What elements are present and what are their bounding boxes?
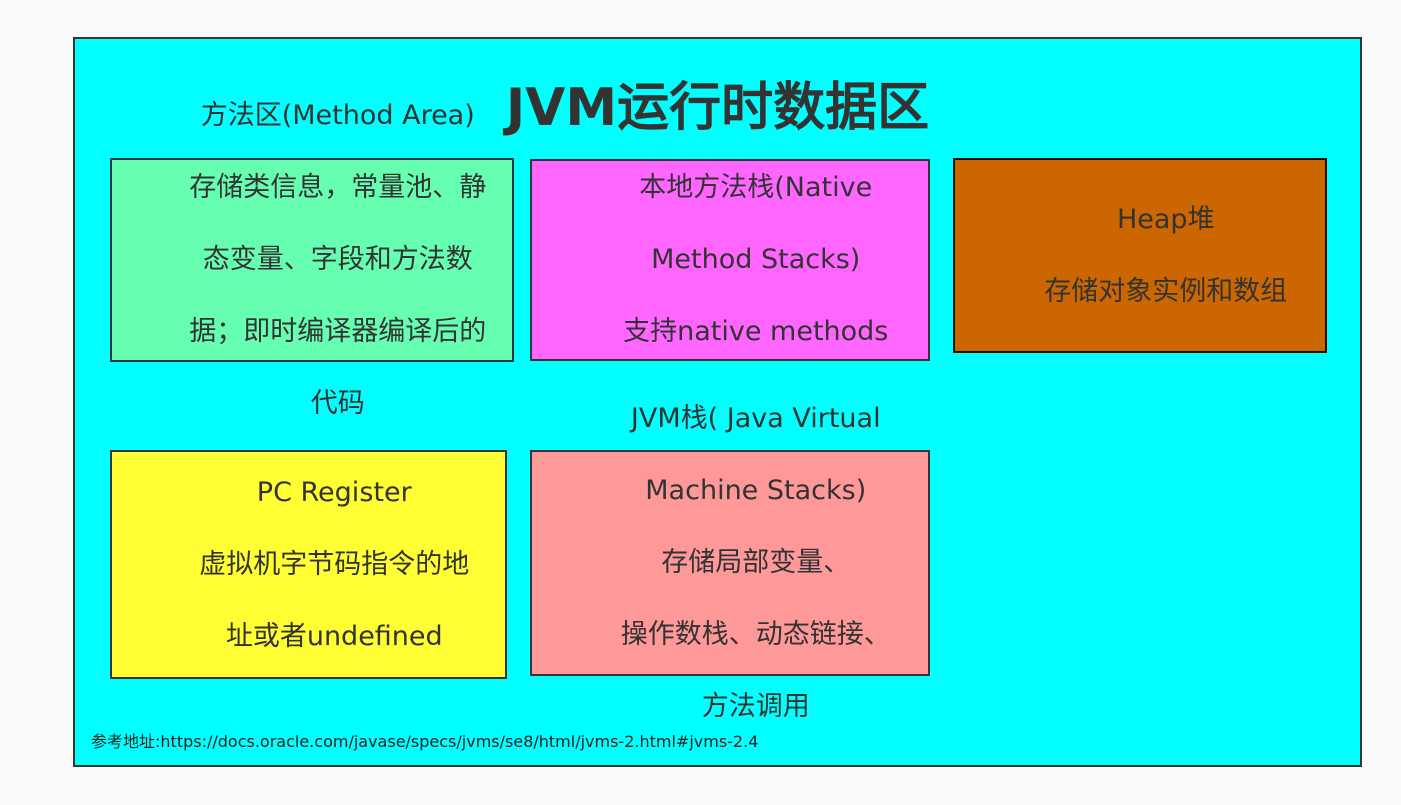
jvm-stack-line-1: JVM栈( Java Virtual [630, 403, 881, 434]
heap-line-2: 存储对象实例和数组 [1044, 275, 1288, 307]
method-area-box: 方法区(Method Area) 存储类信息，常量池、静 态变量、字段和方法数 … [110, 100, 514, 419]
jvm-stack-line-4: 操作数栈、动态链接、 [620, 619, 891, 650]
diagram-canvas: JVM运行时数据区 方法区(Method Area) 存储类信息，常量池、静 态… [73, 37, 1362, 767]
jvm-stack-line-2: Machine Stacks) [645, 475, 867, 506]
heap-text: Heap堆 存储对象实例和数组 [993, 166, 1288, 346]
pc-register-line-2: 虚拟机字节码指令的地 [199, 548, 470, 580]
diagram-title: JVM运行时数据区 [505, 78, 930, 138]
footnote-prefix: 参考地址: [91, 732, 161, 751]
method-area-line-2: 存储类信息，常量池、静 [189, 172, 487, 203]
pc-register-line-3: 址或者undefined [225, 620, 443, 652]
native-stack-line-3: 支持native methods [623, 316, 889, 347]
method-area-line-3: 态变量、字段和方法数 [202, 244, 473, 275]
footnote-url[interactable]: https://docs.oracle.com/javase/specs/jvm… [160, 732, 759, 751]
method-area-text: 方法区(Method Area) 存储类信息，常量池、静 态变量、字段和方法数 … [138, 62, 487, 458]
heap-line-1: Heap堆 [1116, 203, 1215, 235]
pc-register-line-1: PC Register [256, 476, 412, 508]
heap-box: Heap堆 存储对象实例和数组 [953, 158, 1327, 353]
jvm-stack-box: JVM栈( Java Virtual Machine Stacks) 存储局部变… [530, 403, 930, 722]
pc-register-text: PC Register 虚拟机字节码指令的地 址或者undefined [148, 439, 470, 691]
pc-register-box: PC Register 虚拟机字节码指令的地 址或者undefined [110, 450, 507, 679]
jvm-stack-line-5: 方法调用 [701, 691, 810, 722]
jvm-stack-text: JVM栈( Java Virtual Machine Stacks) 存储局部变… [569, 365, 891, 761]
method-area-line-1: 方法区(Method Area) [200, 100, 475, 131]
method-area-line-4: 据；即时编译器编译后的 [189, 316, 487, 347]
native-stack-line-1: 本地方法栈(Native [639, 172, 873, 203]
jvm-stack-line-3: 存储局部变量、 [661, 547, 851, 578]
method-area-line-5: 代码 [310, 388, 365, 419]
reference-footnote: 参考地址:https://docs.oracle.com/javase/spec… [91, 732, 758, 752]
native-method-stack-box: 本地方法栈(Native Method Stacks) 支持native met… [530, 159, 930, 361]
native-method-stack-text: 本地方法栈(Native Method Stacks) 支持native met… [572, 134, 889, 386]
native-stack-line-2: Method Stacks) [651, 244, 861, 275]
